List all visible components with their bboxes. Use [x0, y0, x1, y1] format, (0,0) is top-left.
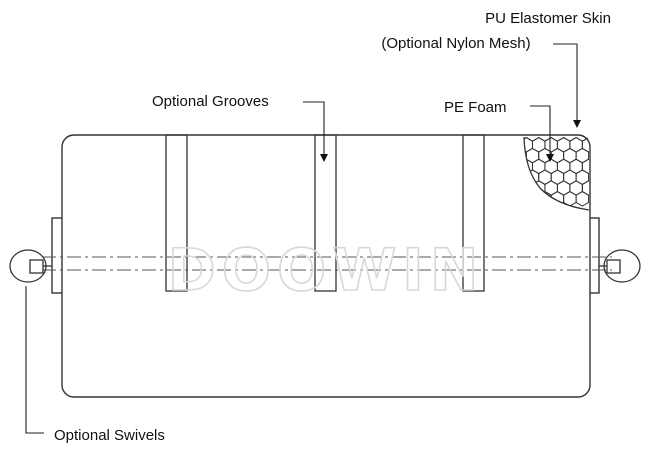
pu-skin-label-line2: (Optional Nylon Mesh): [381, 35, 530, 52]
pe-foam-leader: [530, 105, 554, 162]
groove-bands: [165, 134, 485, 292]
groove-band-3: [462, 134, 485, 292]
watermark-text: DOOWIN: [168, 236, 485, 304]
center-axis: [42, 256, 612, 271]
grooves-leader: [303, 101, 328, 162]
pe-foam-label: PE Foam: [444, 99, 507, 116]
foam-cell: [575, 191, 589, 207]
optional-swivels-label: Optional Swivels: [54, 427, 165, 444]
optional-grooves-label: Optional Grooves: [152, 93, 269, 110]
left-swivel[interactable]: [9, 249, 52, 283]
pu-skin-label-line1: PU Elastomer Skin: [485, 10, 611, 27]
groove-band-1: [165, 134, 188, 292]
pu-skin-leader: [553, 43, 581, 128]
groove-band-2: [314, 134, 337, 292]
right-swivel[interactable]: [599, 249, 641, 283]
swivels-leader: [25, 286, 44, 434]
